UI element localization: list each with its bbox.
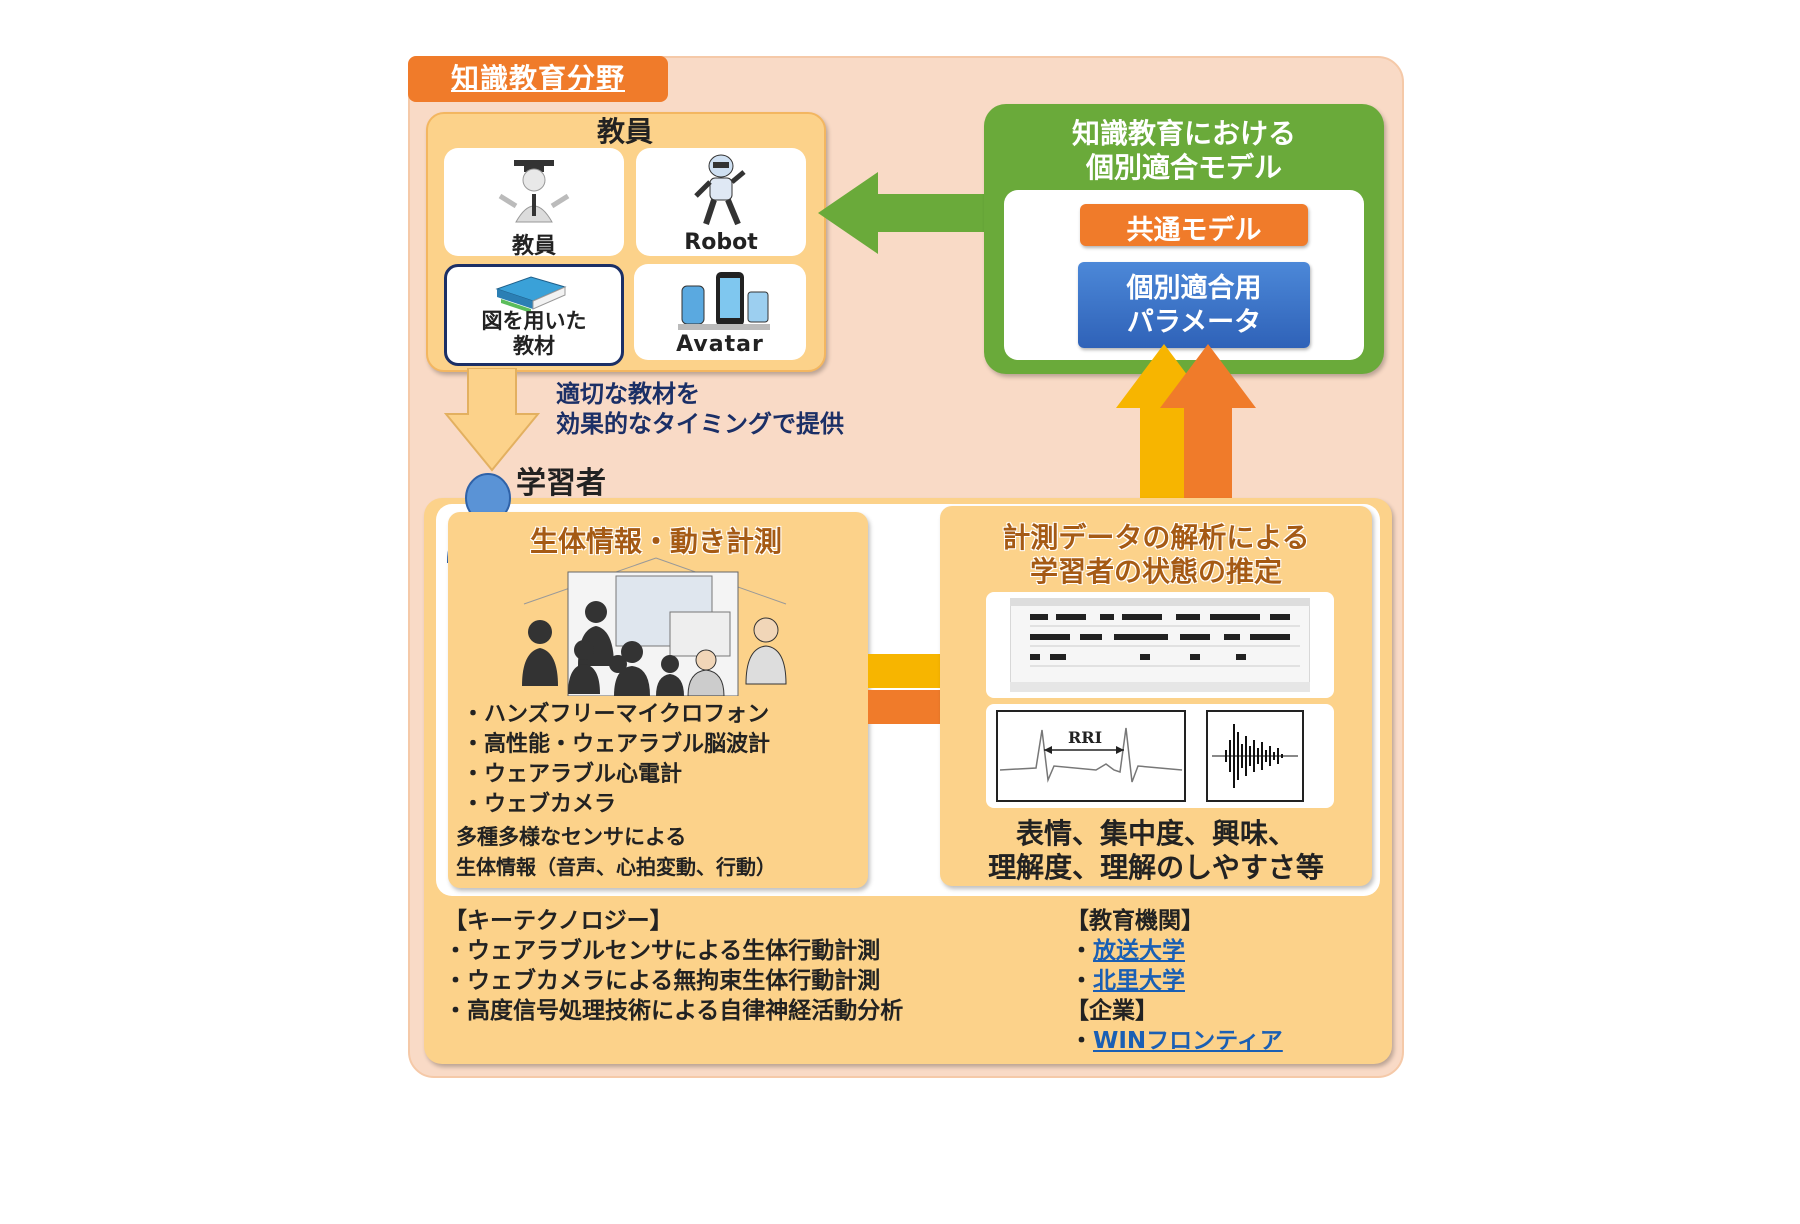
rri-label: RRI <box>1068 728 1103 747</box>
robot-label: Robot <box>684 230 758 255</box>
model-to-teacher-arrow <box>818 172 1002 254</box>
measurement-title: 生体情報・動き計測 <box>530 525 783 558</box>
parameter-line2: パラメータ <box>1126 307 1262 338</box>
bullet: ・ <box>1070 968 1093 994</box>
analysis-to-model-arrows <box>1116 344 1256 502</box>
common-model-badge <box>1080 204 1308 246</box>
analysis-result-line2: 理解度、理解のしやすさ等 <box>988 851 1324 884</box>
measurement-note-line1: 多種多様なセンサによる <box>456 825 687 849</box>
teacher-card-material: 図を用いた 教材 <box>444 264 624 366</box>
parameter-badge <box>1078 262 1310 348</box>
teacher-to-learner-arrow <box>444 368 540 472</box>
ecg-rri-chart <box>996 710 1186 802</box>
book-icon <box>495 276 567 313</box>
measurement-item: ・ウェブカメラ <box>462 792 617 817</box>
parameter-line1: 個別適合用 <box>1126 273 1262 304</box>
measurement-item: ・ウェアラブル心電計 <box>462 762 683 787</box>
companies-title: 【企業】 <box>1066 998 1158 1024</box>
teacher-card-label: 教員 <box>511 234 556 259</box>
teacher-card-teacher: 教員 <box>444 148 624 259</box>
link-housou-university[interactable]: 放送大学 <box>1093 938 1185 964</box>
measurement-item: ・高性能・ウェアラブル脳波計 <box>462 732 771 757</box>
teacher-figure-icon <box>498 160 570 223</box>
teacher-title: 教員 <box>596 115 653 148</box>
audio-waveform-chart <box>1206 710 1304 802</box>
key-tech-item: ・高度信号処理技術による自律神経活動分析 <box>444 998 904 1024</box>
measure-analysis-connector-bottom <box>868 690 940 724</box>
measurement-note-line2: 生体情報（音声、心拍変動、行動） <box>456 855 776 879</box>
link-win-frontier[interactable]: WINフロンティア <box>1093 1028 1283 1054</box>
timeline-chart-image <box>1010 598 1310 692</box>
bullet: ・ <box>1070 1028 1093 1054</box>
robot-icon <box>694 154 746 226</box>
key-tech-item: ・ウェアラブルセンサによる生体行動計測 <box>444 938 881 964</box>
teacher-card-robot: Robot <box>636 148 806 256</box>
common-model-label: 共通モデル <box>1126 215 1262 246</box>
company-item: ・WINフロンティア <box>1070 1026 1283 1056</box>
education-institution-item: ・放送大学 <box>1070 936 1185 966</box>
analysis-result-line1: 表情、集中度、興味、 <box>1015 817 1296 850</box>
bullet: ・ <box>1070 938 1093 964</box>
provide-text-line2: 効果的なタイミングで提供 <box>556 410 844 438</box>
education-institutions-title: 【教育機関】 <box>1066 908 1204 934</box>
analysis-title-line1: 計測データの解析による <box>1002 521 1310 554</box>
provide-text-line1: 適切な教材を <box>556 380 700 408</box>
material-label: 図を用いた 教材 <box>481 309 587 358</box>
model-title-line1: 知識教育における <box>1071 117 1296 150</box>
link-kitasato-university[interactable]: 北里大学 <box>1093 968 1185 994</box>
measure-analysis-connector-top <box>868 654 940 688</box>
learner-title: 学習者 <box>516 466 606 501</box>
education-institution-item: ・北里大学 <box>1070 966 1185 996</box>
analysis-title-line2: 学習者の状態の推定 <box>1029 555 1282 588</box>
measurement-item: ・ハンズフリーマイクロフォン <box>462 702 770 727</box>
model-title-line2: 個別適合モデル <box>1085 151 1282 184</box>
domain-tag: 知識教育分野 <box>408 56 668 102</box>
key-tech-item: ・ウェブカメラによる無拘束生体行動計測 <box>444 968 881 994</box>
avatar-device-icon <box>678 272 770 330</box>
teacher-card-avatar: Avatar <box>634 264 806 360</box>
avatar-label: Avatar <box>676 332 764 357</box>
classroom-photo <box>522 557 787 696</box>
key-tech-title: 【キーテクノロジー】 <box>444 908 673 934</box>
